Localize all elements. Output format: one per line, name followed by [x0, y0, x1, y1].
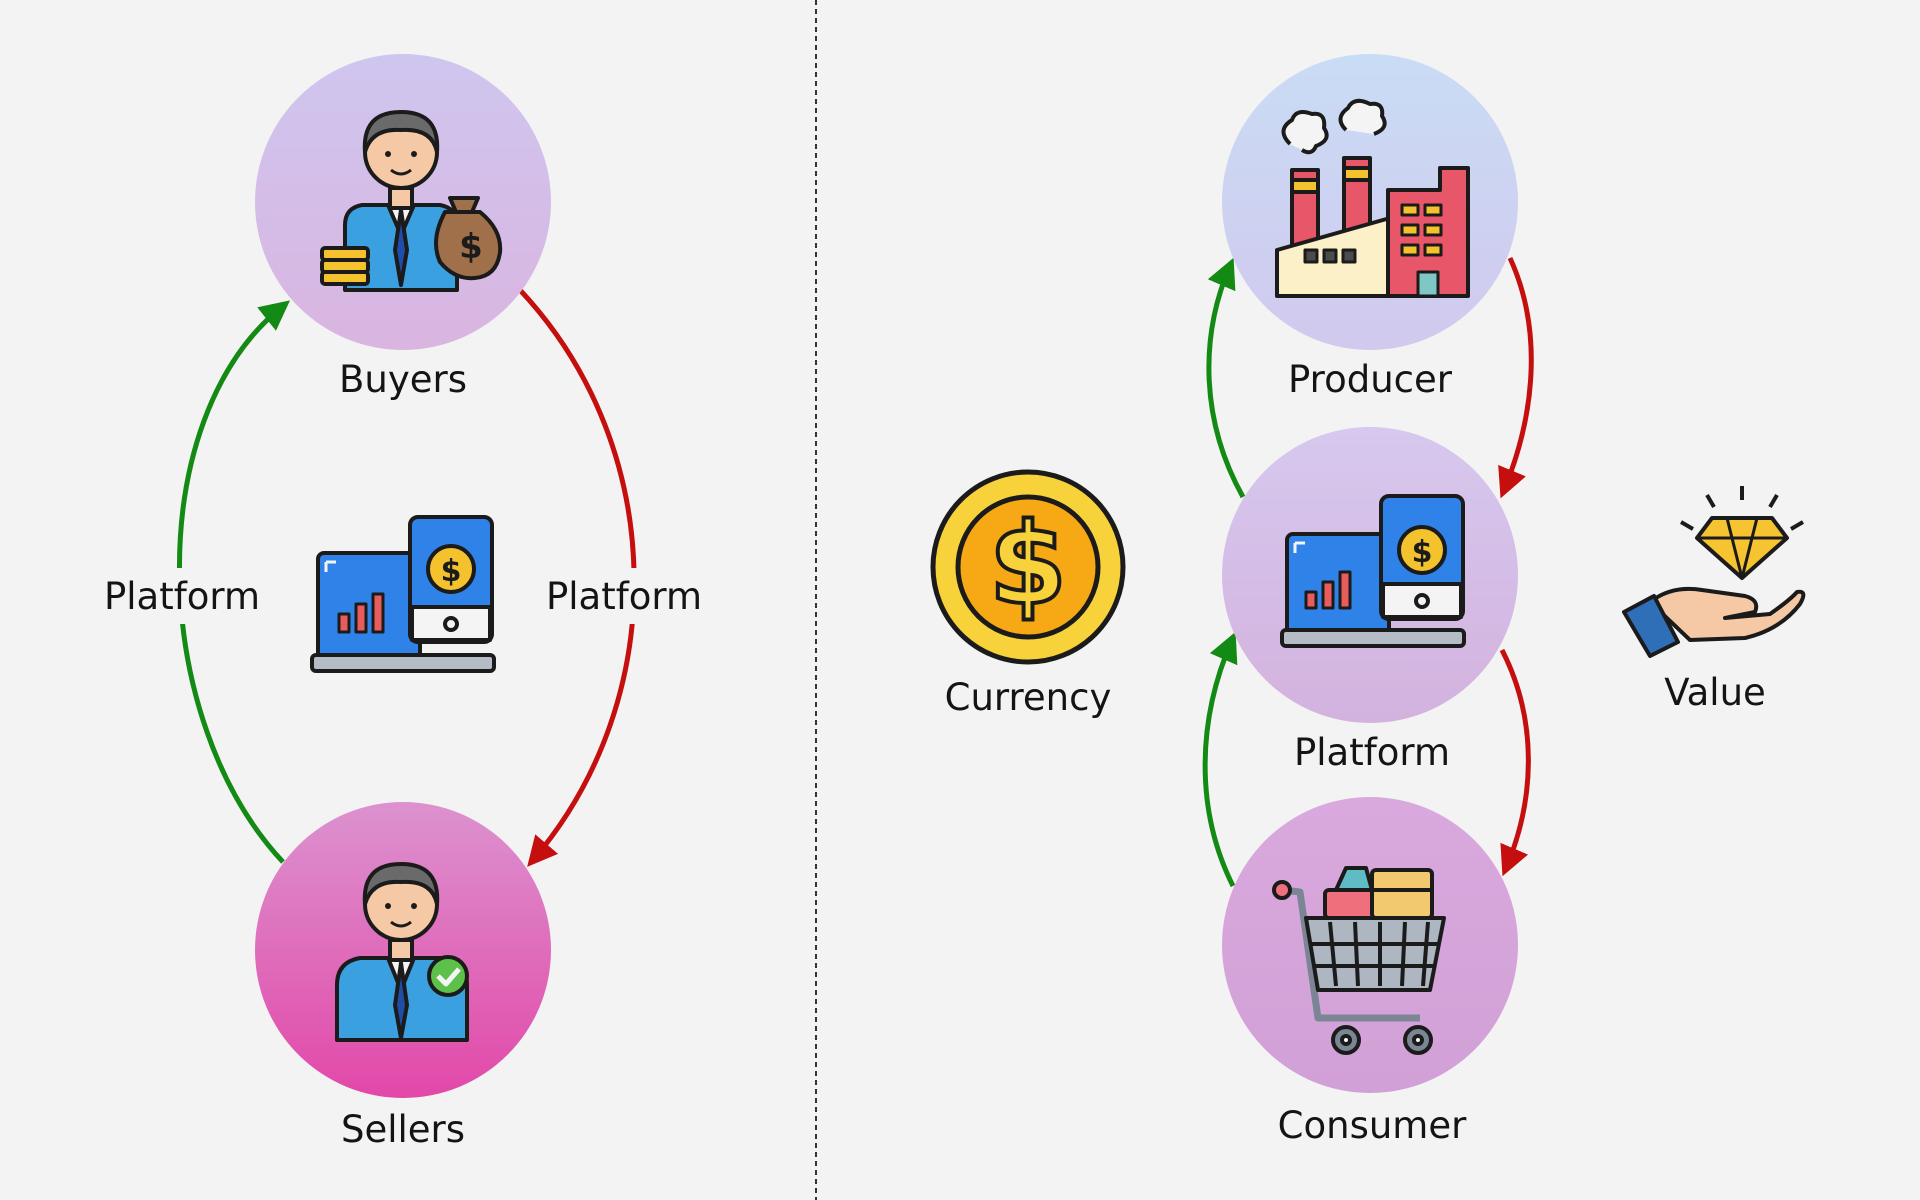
- seller-icon: [335, 862, 469, 1042]
- producer-label: Producer: [1288, 358, 1453, 401]
- buyer-icon: $: [320, 110, 503, 292]
- consumer-label: Consumer: [1278, 1104, 1467, 1147]
- left-panel: Platform Platform $ Buyers: [98, 54, 708, 1151]
- buyers-label: Buyers: [339, 358, 467, 401]
- svg-text:$: $: [989, 500, 1067, 630]
- arrow-platform-to-consumer: [1499, 648, 1531, 877]
- platform-device-icon: $: [310, 515, 496, 673]
- platform-node-device-icon: $: [1280, 494, 1466, 648]
- value-hand-diamond-icon: [1622, 486, 1806, 658]
- left-arrow-label: Platform: [104, 575, 260, 618]
- svg-text:$: $: [1412, 535, 1433, 570]
- sellers-label: Sellers: [341, 1108, 465, 1151]
- svg-text:$: $: [441, 554, 462, 589]
- currency-coin-icon: $: [930, 469, 1126, 665]
- shopping-cart-icon: [1272, 866, 1446, 1055]
- right-panel: Producer $ Platform: [930, 54, 1806, 1147]
- arrow-consumer-to-platform: [1202, 631, 1238, 888]
- platform-label: Platform: [1294, 731, 1450, 774]
- arrow-producer-to-platform: [1498, 256, 1534, 499]
- currency-label: Currency: [945, 676, 1112, 719]
- svg-text:$: $: [459, 227, 483, 267]
- factory-icon: [1275, 98, 1470, 298]
- value-label: Value: [1664, 671, 1766, 714]
- arrow-platform-to-producer: [1206, 257, 1246, 499]
- right-arrow-label: Platform: [546, 575, 702, 618]
